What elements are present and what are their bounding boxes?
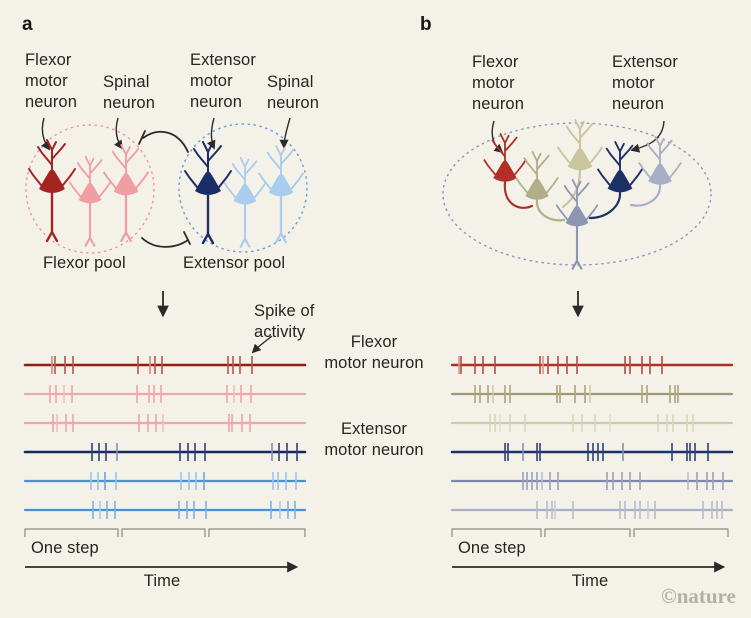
panel-a-tag: a [22,14,33,35]
pointer-arrow-flexor-mn-icon [41,117,51,151]
spike-train-row-flexor-spinal-1 [23,385,307,403]
label-time-a: Time [143,572,181,590]
spike-train-row-mixed-tan [450,414,734,432]
pool-neurons [29,140,303,247]
axon-olive-to-central [535,198,566,222]
label-one-step-a: One step [31,539,99,557]
inhibition-tbar-top-icon [138,130,146,145]
label-flexor-motor-neuron-a: Flexor motor neuron [25,51,77,111]
label-one-step-b: One step [458,539,526,557]
neuron-icon [557,180,597,269]
spike-train-row-extensor-motor-neuron [23,443,307,461]
label-extensor-motor-neuron-a: Extensor motor neuron [190,51,256,111]
label-row-flexor-mn: Flexor motor neuron [324,333,424,372]
label-spinal-neuron-1: Spinal neuron [103,73,155,112]
spike-train-row-mixed-navy [450,443,734,461]
label-extensor-motor-neuron-b: Extensor motor neuron [612,53,678,113]
spike-train-row-extensor-spinal-2 [23,501,307,519]
spike-trains-a [23,356,307,519]
spike-train-row-mixed-red [450,356,734,374]
extensor-pool-circle [178,123,308,253]
axon-gray-to-navy [629,183,662,207]
neuron-icon [259,146,303,242]
label-row-extensor-mn: Extensor motor neuron [324,420,424,459]
pointer-arrow-spinal1-icon [114,117,124,150]
label-spike-of-activity: Spike of activity [254,302,315,341]
label-flexor-motor-neuron-b: Flexor motor neuron [472,53,524,113]
inhibition-connector-bottom [141,237,189,248]
label-spinal-neuron-2: Spinal neuron [267,73,319,112]
label-extensor-pool: Extensor pool [183,254,286,272]
spike-train-row-mixed-olive [450,385,734,403]
neuron-icon [483,133,527,183]
spike-train-row-mixed-light [450,501,734,519]
axon-navy-to-central [588,190,622,220]
neuron-icon [638,136,682,186]
step-brackets-a [24,528,306,537]
spike-train-row-flexor-spinal-2 [23,414,307,432]
spike-train-row-flexor-motor-neuron [23,356,307,374]
neuron-icon [515,151,559,201]
axon-tan-to-central [561,168,582,209]
neuron-icon [104,145,148,241]
pointer-arrow-spinal2-icon [279,117,291,149]
inhibition-connector-top [142,130,189,153]
step-brackets-b [451,528,729,537]
pointer-arrow-extensor-mn-icon [206,117,216,150]
neuron-icon [70,157,110,246]
pointer-arrow-b-extensor-icon [630,120,665,153]
nature-watermark: ©nature [661,584,736,608]
axon-red-to-olive [503,180,534,209]
label-flexor-pool: Flexor pool [43,254,126,272]
neuron-icon [557,119,603,172]
flexor-pool-circle [25,124,155,254]
spike-train-row-extensor-spinal-1 [23,472,307,490]
neuron-icon [185,142,231,243]
spike-annotation-arrow-icon [251,335,273,354]
label-time-b: Time [571,572,609,590]
inhibition-tbar-bottom-icon [183,231,191,245]
spike-train-row-mixed-slate [450,472,734,490]
panel-b-tag: b [420,14,432,35]
spike-trains-b [450,356,734,519]
